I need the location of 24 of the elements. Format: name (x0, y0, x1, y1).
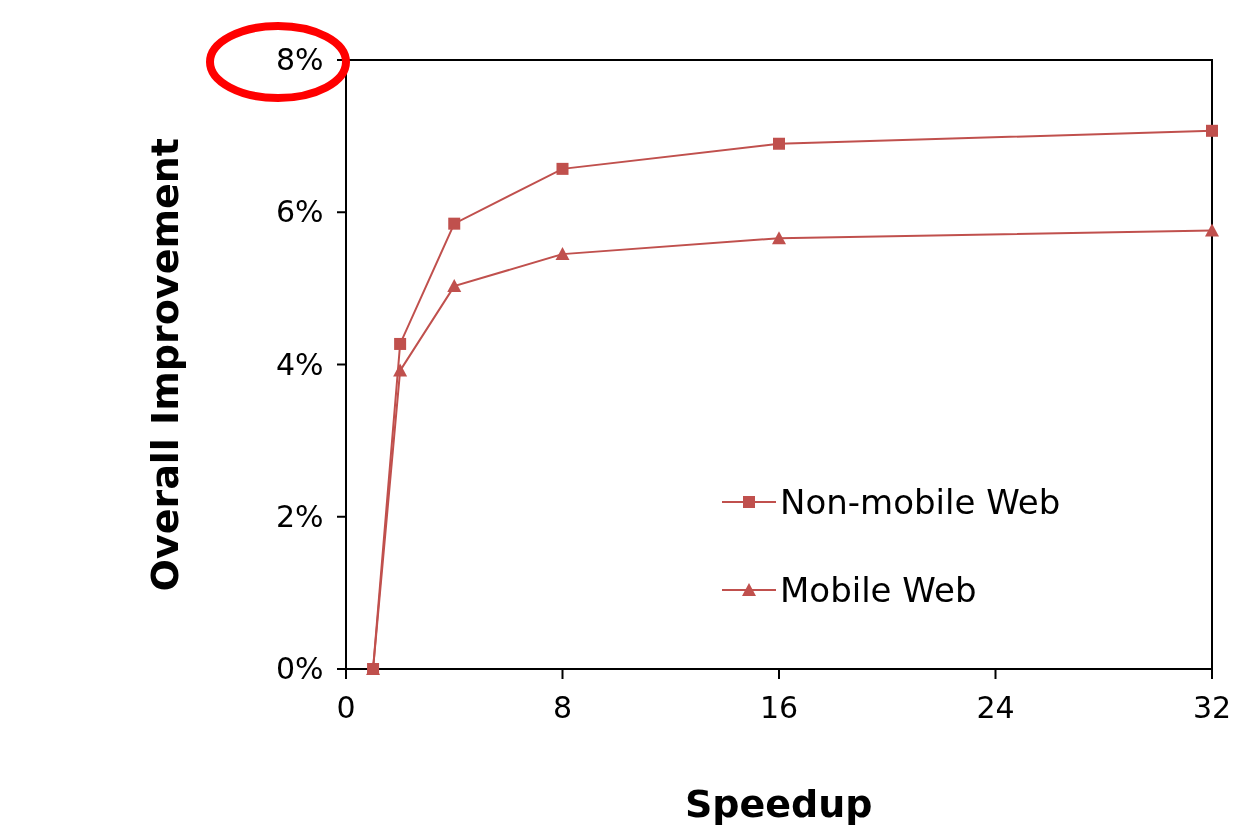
point (447, 279, 462, 293)
point (1205, 223, 1219, 237)
point (772, 231, 786, 245)
tick-label: 16 (760, 693, 799, 723)
tick-label: 6% (276, 197, 324, 228)
point (773, 137, 785, 150)
tick-label: 0% (276, 654, 324, 684)
point (393, 363, 408, 377)
point (448, 217, 461, 230)
point (556, 162, 569, 175)
point (555, 247, 570, 261)
tick-label: 8% (276, 45, 324, 75)
axis-title: Overall Improvement (146, 138, 184, 592)
axis-title: Speedup (685, 785, 873, 823)
tick-label: 24 (976, 693, 1015, 723)
legend-label: Mobile Web (780, 573, 977, 607)
tick-label: 32 (1193, 693, 1232, 723)
tick-label: 2% (276, 501, 324, 532)
tick-label: 8 (553, 693, 573, 723)
legend-label: Non-mobile Web (780, 485, 1061, 519)
point (1206, 124, 1218, 137)
tick-label: 4% (276, 349, 324, 380)
tick-label: 0 (336, 693, 356, 723)
point (394, 337, 407, 350)
